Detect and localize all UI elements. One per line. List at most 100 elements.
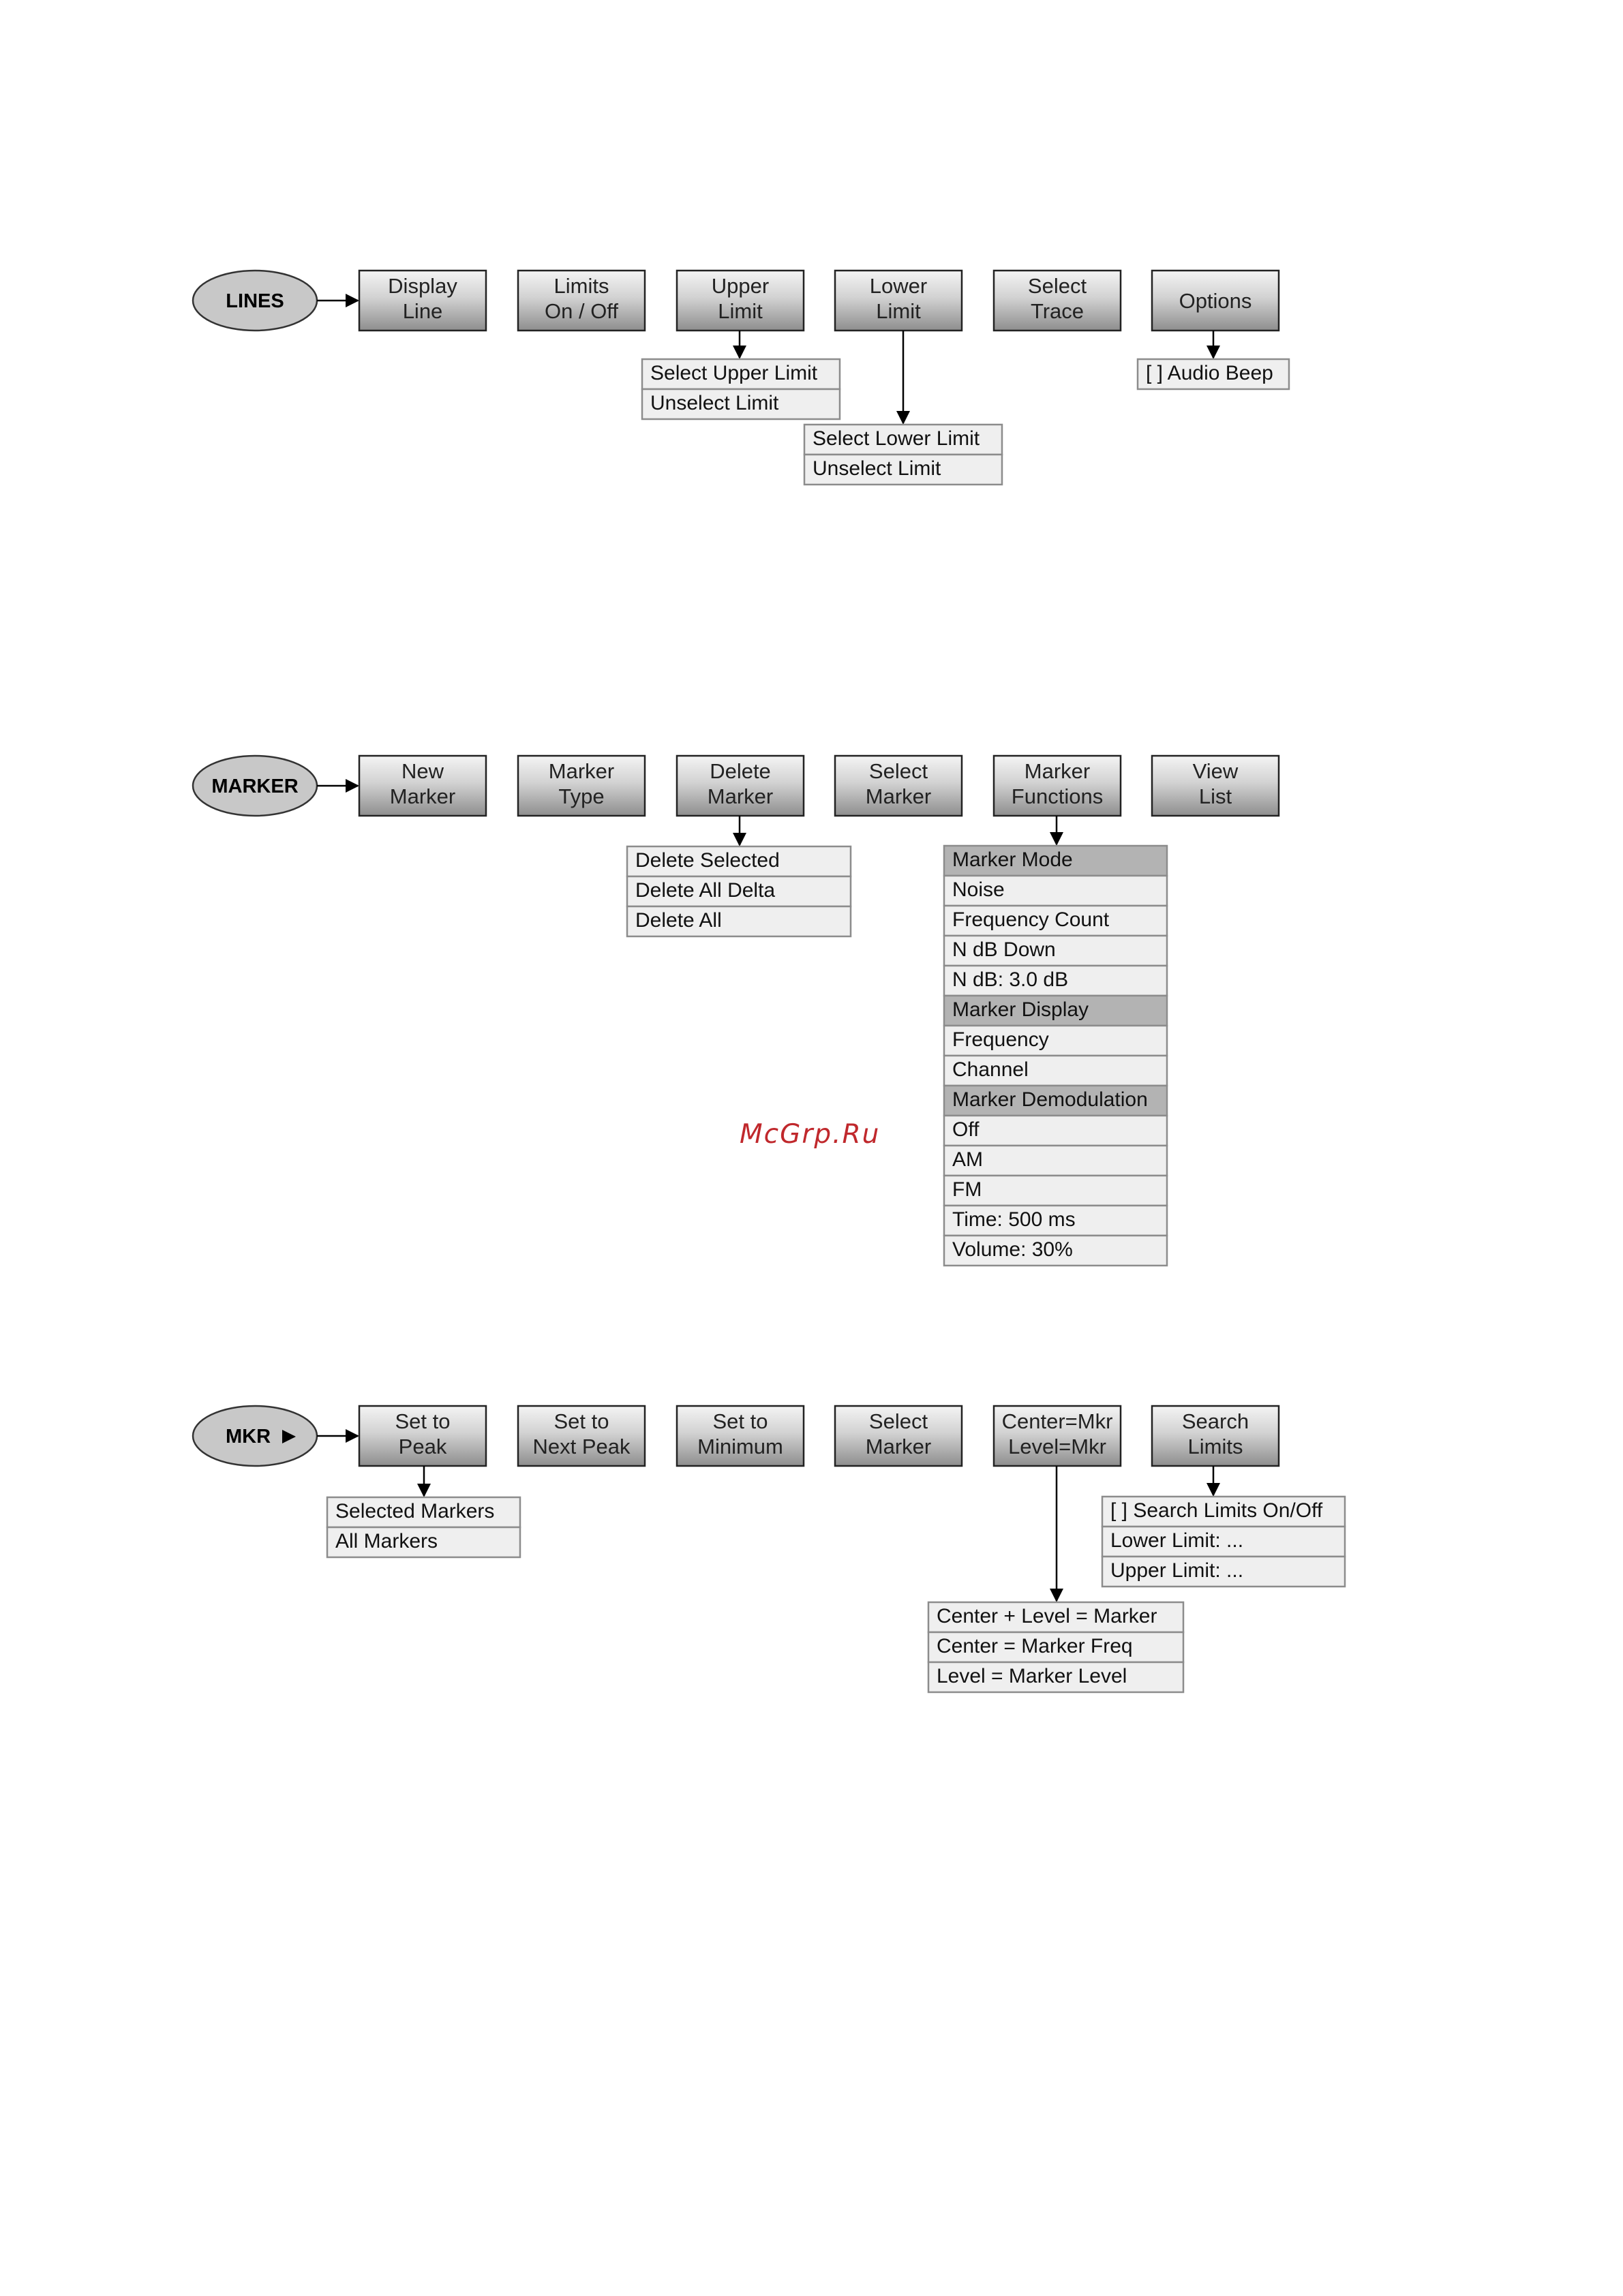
item-background — [943, 1114, 1168, 1147]
submenu-item[interactable]: Volume: 30% — [943, 1234, 1168, 1267]
submenu-item[interactable]: Unselect Limit — [803, 453, 1003, 486]
item-label: Lower Limit: ... — [1110, 1529, 1243, 1552]
item-label: Selected Markers — [335, 1500, 494, 1522]
submenu-item[interactable]: FM — [943, 1174, 1168, 1207]
softkey-label: Level=Mkr — [1008, 1435, 1106, 1458]
softkey-label: Marker — [708, 784, 773, 808]
item-background — [326, 1526, 521, 1559]
item-label: Volume: 30% — [952, 1238, 1073, 1261]
softkey-body — [834, 1405, 963, 1467]
submenu-item[interactable]: N dB: 3.0 dB — [943, 964, 1168, 997]
submenu-item[interactable]: Center + Level = Marker — [927, 1601, 1185, 1634]
softkey-label: Set to — [395, 1409, 451, 1433]
submenu-item[interactable]: Noise — [943, 874, 1168, 907]
softkey-label: Next Peak — [532, 1435, 631, 1458]
submenu-item[interactable]: Lower Limit: ... — [1101, 1525, 1346, 1558]
submenu-item[interactable]: Channel — [943, 1054, 1168, 1087]
submenu-item[interactable]: Select Lower Limit — [803, 423, 1003, 456]
softkey-body — [676, 269, 805, 332]
submenu-item[interactable]: Delete Selected — [626, 845, 852, 878]
submenu-item[interactable]: Center = Marker Freq — [927, 1631, 1185, 1664]
softkey-body — [1151, 754, 1280, 817]
softkey-label: Lower — [870, 274, 927, 298]
submenu-header: Marker Mode — [943, 844, 1168, 877]
softkey-body — [834, 754, 963, 817]
item-label: [ ] Search Limits On/Off — [1110, 1499, 1323, 1522]
submenu-item[interactable]: Delete All Delta — [626, 875, 852, 908]
submenu-item[interactable]: Selected Markers — [326, 1496, 521, 1529]
item-background — [626, 875, 852, 908]
softkey-label: List — [1199, 784, 1232, 808]
item-background — [927, 1601, 1185, 1634]
hardkey-lines[interactable]: LINES — [192, 269, 318, 332]
submenu-item[interactable]: Off — [943, 1114, 1168, 1147]
softkey-label: Set to — [554, 1409, 609, 1433]
item-label: Center + Level = Marker — [937, 1605, 1157, 1627]
softkey-body — [517, 269, 646, 332]
hardkey-mkr[interactable]: MKR — [192, 1405, 318, 1467]
softkey-label: Search — [1182, 1409, 1249, 1433]
item-background — [943, 964, 1168, 997]
item-label: Delete Selected — [635, 849, 780, 872]
item-label: Time: 500 ms — [952, 1208, 1076, 1231]
submenu-item[interactable]: Unselect Limit — [641, 388, 841, 420]
softkey-label: Peak — [399, 1435, 447, 1458]
softkey-body — [517, 754, 646, 817]
submenu-item[interactable]: [ ] Search Limits On/Off — [1101, 1495, 1346, 1528]
softkey-label: Marker — [549, 759, 614, 783]
softkey-label: On / Off — [545, 299, 618, 323]
submenu-item[interactable]: [ ] Audio Beep — [1136, 358, 1290, 391]
submenu-item[interactable]: All Markers — [326, 1526, 521, 1559]
item-label: Frequency Count — [952, 908, 1110, 931]
softkey-options[interactable]: Options — [1151, 269, 1280, 332]
item-background — [626, 845, 852, 878]
item-label: Select Upper Limit — [650, 362, 818, 384]
item-background — [943, 1084, 1168, 1117]
hardkey-label: MARKER — [211, 776, 298, 797]
submenu-item[interactable]: Upper Limit: ... — [1101, 1555, 1346, 1588]
submenu-item[interactable]: Frequency Count — [943, 904, 1168, 937]
softkey-label: Type — [558, 784, 604, 808]
item-label: Level = Marker Level — [937, 1665, 1127, 1687]
item-label: [ ] Audio Beep — [1146, 362, 1273, 384]
item-background — [943, 1234, 1168, 1267]
softkey-label: Set to — [713, 1409, 768, 1433]
item-background — [1101, 1555, 1346, 1588]
softkey-label: Display — [388, 274, 457, 298]
submenu-item[interactable]: N dB Down — [943, 934, 1168, 967]
submenu-item[interactable]: AM — [943, 1144, 1168, 1177]
item-label: N dB: 3.0 dB — [952, 968, 1068, 991]
hardkey-marker[interactable]: MARKER — [192, 754, 318, 817]
item-label: AM — [952, 1148, 983, 1171]
softkey-body — [992, 269, 1122, 332]
submenu-item[interactable]: Level = Marker Level — [927, 1661, 1185, 1694]
submenu-item[interactable]: Time: 500 ms — [943, 1204, 1168, 1237]
softkey-label: Line — [403, 299, 443, 323]
submenu-item[interactable]: Delete All — [626, 905, 852, 938]
submenu-item[interactable]: Frequency — [943, 1024, 1168, 1057]
submenu-item[interactable]: Select Upper Limit — [641, 358, 841, 391]
softkey-label: Trace — [1031, 299, 1084, 323]
